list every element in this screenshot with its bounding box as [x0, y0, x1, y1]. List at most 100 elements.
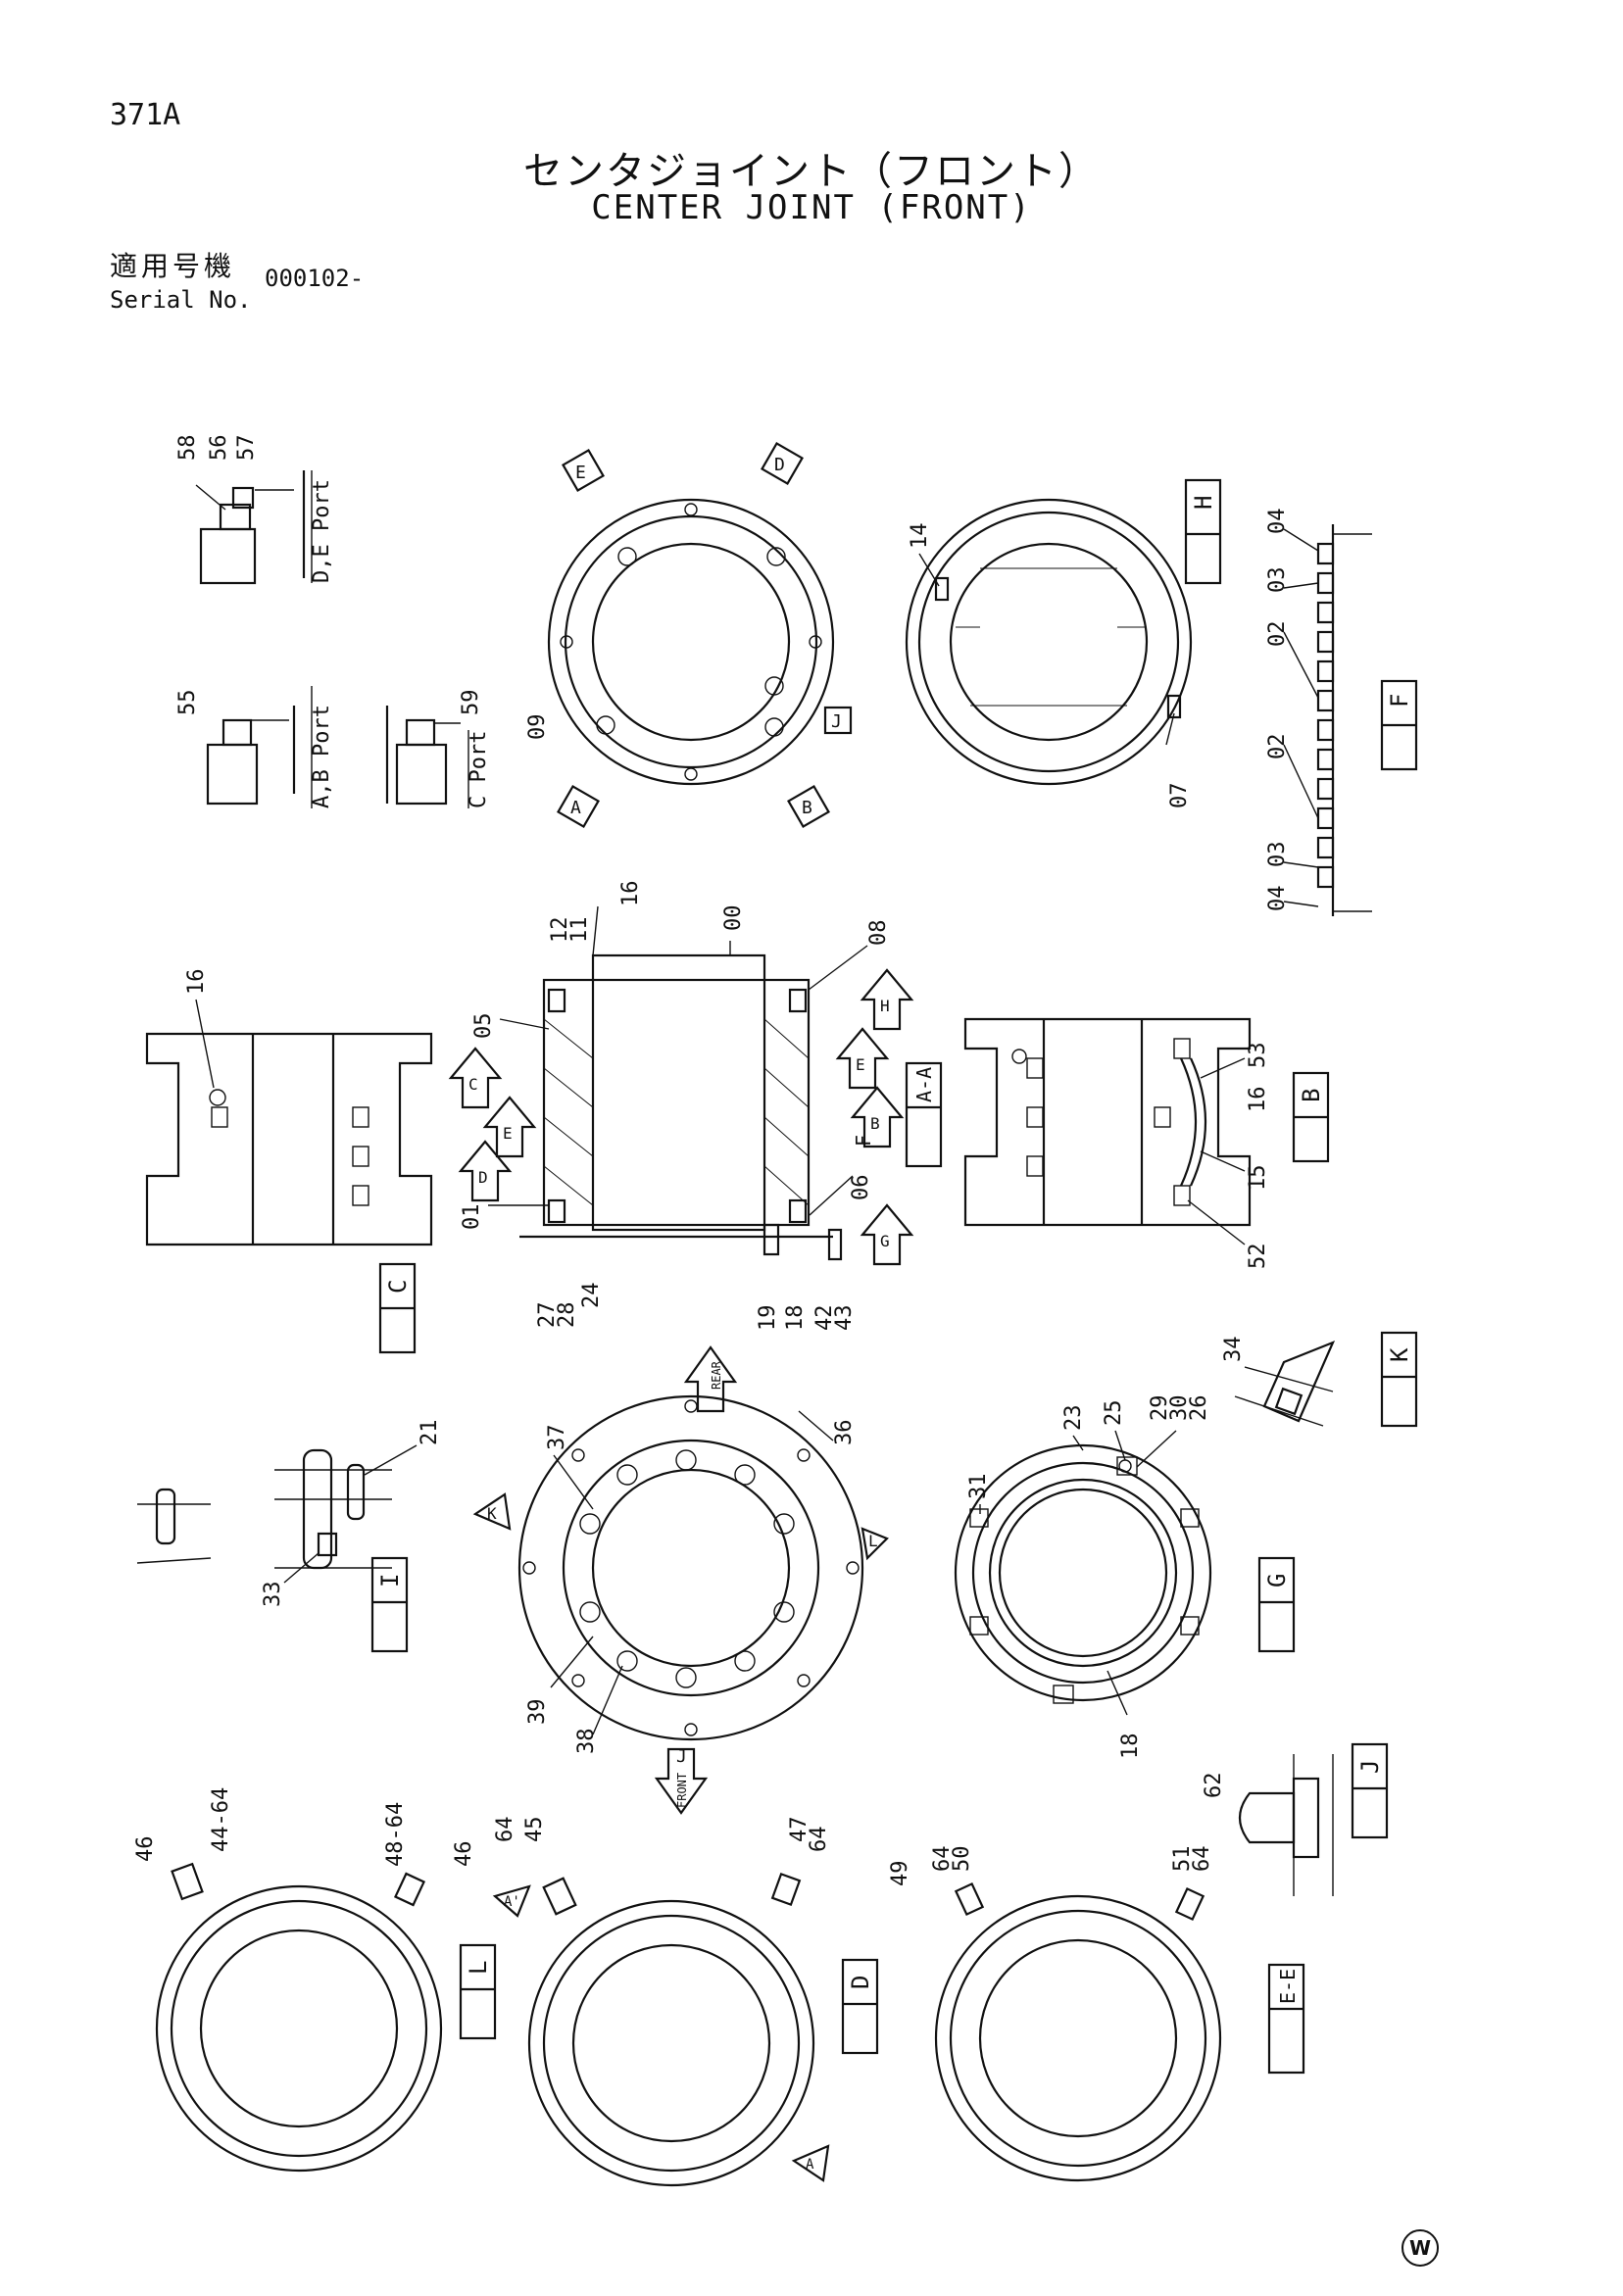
- part-00: 00: [721, 905, 746, 932]
- part-42: 42: [812, 1305, 837, 1332]
- part-49: 49: [888, 1861, 912, 1887]
- part-24: 24: [579, 1283, 604, 1309]
- arrow-e-right: E: [856, 1055, 865, 1074]
- arrow-a-prime: A': [504, 1894, 520, 1910]
- part-06: 06: [849, 1175, 873, 1201]
- part-36: 36: [832, 1420, 857, 1446]
- arrow-l-center: L: [868, 1532, 878, 1550]
- section-j-fitting: [1238, 1754, 1334, 1896]
- part-57: 57: [234, 435, 259, 462]
- section-j-tag: J: [1351, 1742, 1389, 1839]
- arrow-c-mid: C: [468, 1075, 478, 1094]
- part-16-top: 16: [618, 881, 643, 907]
- section-d-ring: [527, 1872, 815, 2187]
- part-03-lower: 03: [1265, 842, 1290, 868]
- part-47: 47: [787, 1817, 812, 1843]
- part-25: 25: [1102, 1400, 1126, 1427]
- section-i-bolts: [136, 1448, 392, 1570]
- section-ee-ring: [934, 1881, 1222, 2182]
- ab-port-label: A,B Port: [310, 705, 334, 808]
- part-04-lower: 04: [1265, 886, 1290, 912]
- arrow-front: FRONT: [675, 1773, 689, 1808]
- part-59: 59: [459, 690, 483, 716]
- part-62: 62: [1202, 1773, 1226, 1799]
- part-27: 27: [535, 1302, 560, 1329]
- serial-number-value: 000102-: [265, 265, 365, 292]
- view-b-tag: B: [1292, 1071, 1330, 1163]
- part-16-view-b: 16: [1246, 1087, 1270, 1113]
- detail-f-tag: F: [1380, 679, 1418, 771]
- title-english: CENTER JOINT (FRONT): [591, 188, 1032, 227]
- view-c-block: [145, 1032, 433, 1246]
- arrow-k-center: K: [487, 1504, 497, 1523]
- arrow-a-bottom: A: [806, 2157, 814, 2173]
- de-port-fitting: [195, 470, 306, 585]
- ab-port-fitting: [206, 706, 296, 806]
- detail-f-stack: [1283, 524, 1372, 916]
- section-h-tag: H: [1184, 478, 1222, 585]
- section-d-letter: D: [847, 1976, 874, 1989]
- arrow-g-mid: G: [880, 1232, 890, 1250]
- arrow-b-top: B: [802, 798, 812, 818]
- part-09: 09: [525, 714, 550, 741]
- part-34: 34: [1221, 1337, 1246, 1363]
- section-k-pin: [1234, 1340, 1336, 1427]
- section-l-tag: L: [459, 1943, 497, 2040]
- section-l-letter: L: [465, 1961, 492, 1975]
- part-21: 21: [418, 1420, 442, 1446]
- section-aa-cylinder: [519, 953, 843, 1261]
- part-01: 01: [460, 1204, 484, 1231]
- c-port-label: C Port: [467, 731, 491, 808]
- arrow-e-mid: E: [503, 1124, 513, 1143]
- part-64-section-d-left: 64: [493, 1817, 517, 1843]
- part-11: 11: [567, 917, 592, 944]
- title-japanese: センタジョイント（フロント）: [523, 149, 1100, 194]
- part-29: 29: [1148, 1395, 1172, 1422]
- part-19: 19: [756, 1305, 780, 1332]
- section-l-ring: [155, 1862, 443, 2173]
- part-46-section-d: 46: [452, 1841, 476, 1868]
- center-flange: [517, 1394, 864, 1741]
- view-c-tag: C: [378, 1262, 417, 1354]
- part-26: 26: [1187, 1395, 1211, 1422]
- section-h-ring: [905, 498, 1193, 786]
- section-d-tag: D: [841, 1958, 879, 2055]
- view-c-letter: C: [384, 1280, 412, 1294]
- part-16-view-c: 16: [184, 969, 209, 996]
- part-12: 12: [548, 917, 572, 944]
- part-50: 50: [950, 1846, 974, 1873]
- part-23: 23: [1061, 1405, 1086, 1432]
- part-39: 39: [525, 1699, 550, 1726]
- part-14: 14: [908, 523, 932, 550]
- c-port-fitting: [385, 706, 461, 806]
- part-52: 52: [1246, 1244, 1270, 1270]
- part-45: 45: [522, 1817, 547, 1843]
- part-04-upper: 04: [1265, 509, 1290, 535]
- serial-label-english: Serial No.: [110, 286, 252, 314]
- top-ring-flange: [547, 498, 835, 786]
- part-55: 55: [175, 690, 200, 716]
- section-j-letter: J: [1356, 1760, 1384, 1774]
- part-02-lower: 02: [1265, 734, 1290, 760]
- arrow-d-top: D: [774, 455, 785, 475]
- part-56: 56: [207, 435, 231, 462]
- detail-f-letter: F: [1386, 694, 1413, 708]
- section-k-tag: K: [1380, 1331, 1418, 1428]
- part-37: 37: [545, 1425, 569, 1451]
- part-33: 33: [261, 1582, 285, 1608]
- view-g-tag: G: [1257, 1556, 1296, 1653]
- section-h-letter: H: [1190, 496, 1217, 510]
- page-code: 371A: [110, 98, 181, 132]
- part-30: 30: [1167, 1395, 1192, 1422]
- arrow-d-mid: D: [478, 1168, 488, 1187]
- part-18-view-g: 18: [1118, 1734, 1143, 1760]
- serial-label-japanese: 適用号機: [110, 250, 236, 282]
- arrow-b-mid: B: [870, 1114, 880, 1133]
- section-aa-tag: A-A: [905, 1061, 943, 1168]
- part-53: 53: [1246, 1043, 1270, 1069]
- part-64-section-ee-right: 64: [1190, 1846, 1214, 1873]
- part-58: 58: [175, 435, 200, 462]
- part-05: 05: [471, 1013, 496, 1040]
- part-51: 51: [1170, 1846, 1195, 1873]
